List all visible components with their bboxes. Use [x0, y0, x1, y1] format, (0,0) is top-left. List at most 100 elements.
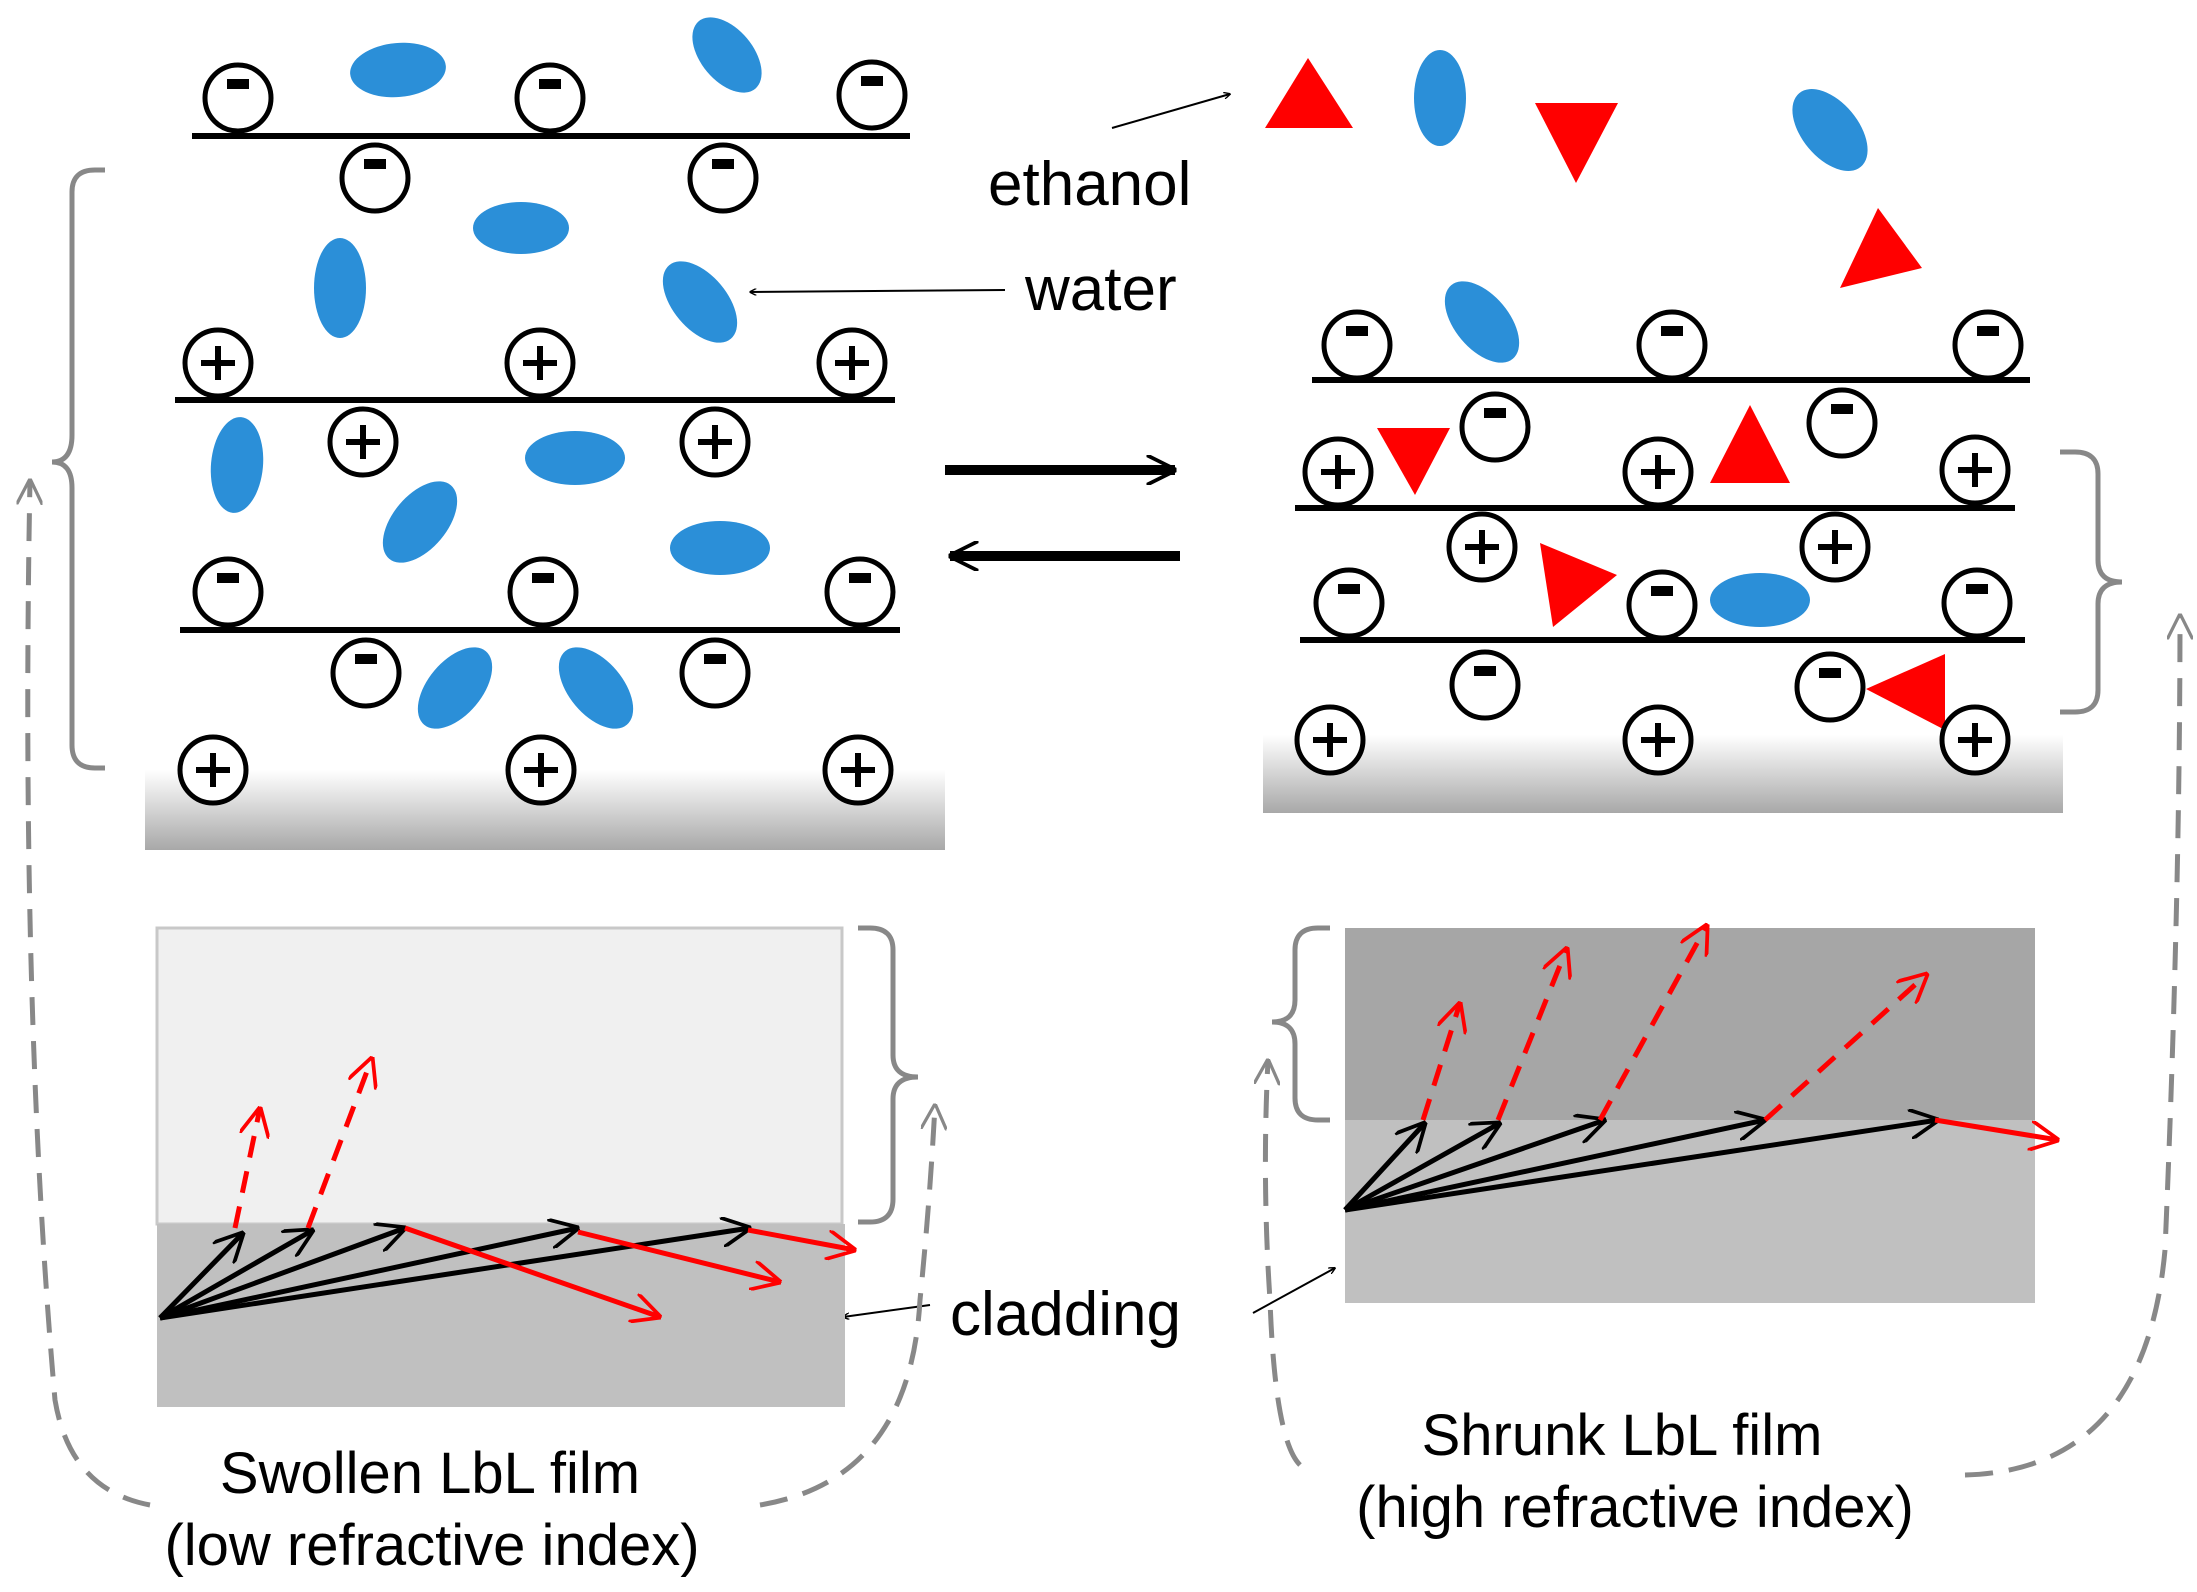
- guided-ray: [158, 1230, 313, 1321]
- positive-charge-icon: [182, 327, 254, 399]
- leaking-ray: [232, 1108, 260, 1229]
- negative-charge-icon: [1806, 387, 1878, 459]
- water-label: water: [1024, 255, 1177, 324]
- right-caption-line2: (high refractive index): [1356, 1475, 1914, 1540]
- right-inner-curved-arrow: [1964, 615, 2180, 1478]
- negative-charge-icon: [507, 556, 579, 628]
- cladding-label: cladding: [950, 1280, 1181, 1349]
- guided-ray: [159, 1228, 578, 1321]
- positive-charge-icon: [816, 327, 888, 399]
- ethanol-pointer: [1111, 94, 1230, 129]
- negative-charge-icon: [1626, 569, 1698, 641]
- leaking-ray: [404, 1225, 660, 1317]
- right-film-bracket: [1271, 925, 1330, 1123]
- positive-charge-icon: [1446, 511, 1518, 583]
- water-molecule-icon: [1444, 281, 1520, 363]
- negative-charge-icon: [339, 142, 411, 214]
- negative-charge-icon: [679, 637, 751, 709]
- ethanol-label: ethanol: [988, 150, 1191, 219]
- water-molecule-icon: [558, 647, 634, 729]
- guided-ray: [1344, 1120, 1605, 1213]
- left-film-bracket: [858, 925, 919, 1225]
- ethanol-molecule-icon: [1866, 654, 1945, 730]
- water-molecule-icon: [1710, 573, 1810, 627]
- negative-charge-icon: [1636, 309, 1708, 381]
- right-cladding: [1345, 1120, 2035, 1303]
- positive-charge-icon: [327, 406, 399, 478]
- negative-charge-icon: [202, 62, 274, 134]
- water-molecule-icon: [314, 238, 366, 338]
- left-thickness-bracket: [51, 167, 105, 771]
- negative-charge-icon: [1459, 391, 1531, 463]
- positive-charge-icon: [504, 327, 576, 399]
- swollen-film: [155, 926, 844, 1226]
- leaking-ray: [1597, 925, 1707, 1122]
- negative-charge-icon: [514, 62, 586, 134]
- negative-charge-icon: [330, 637, 402, 709]
- left-caption-line1: Swollen LbL film: [220, 1441, 640, 1506]
- ethanol-molecule-icon: [1710, 405, 1790, 483]
- cladding-pointer-left: [843, 1304, 931, 1317]
- left-layer-lines: [175, 133, 910, 633]
- left-light-rays: [158, 1058, 855, 1321]
- ethanol-molecule-icon: [1265, 58, 1353, 128]
- leaking-ray: [747, 1227, 855, 1250]
- water-molecule-icon: [662, 261, 738, 343]
- water-molecule-icon: [417, 647, 493, 729]
- right-light-rays: [1343, 925, 2058, 1213]
- ethanol-molecule-icon: [1840, 208, 1922, 288]
- cladding-pointer-right: [1252, 1268, 1335, 1314]
- guided-ray: [158, 1233, 243, 1320]
- positive-charge-icon: [177, 734, 249, 806]
- positive-charge-icon: [679, 406, 751, 478]
- ions: [177, 59, 2024, 806]
- guided-ray: [1344, 1120, 1765, 1213]
- water-molecule-icon: [473, 202, 569, 254]
- ethanol-molecule-icon: [1377, 428, 1450, 495]
- guided-ray: [1343, 1123, 1500, 1213]
- leaking-ray: [1934, 1117, 2058, 1140]
- negative-charge-icon: [1321, 309, 1393, 381]
- leaking-ray: [1420, 1003, 1460, 1121]
- positive-charge-icon: [822, 734, 894, 806]
- negative-charge-icon: [1313, 567, 1385, 639]
- negative-charge-icon: [836, 59, 908, 131]
- positive-charge-icon: [1622, 704, 1694, 776]
- negative-charge-icon: [1941, 567, 2013, 639]
- positive-charge-icon: [1622, 436, 1694, 508]
- water-molecule-icon: [210, 417, 264, 513]
- positive-charge-icon: [505, 734, 577, 806]
- negative-charge-icon: [687, 142, 759, 214]
- right-thickness-bracket: [2060, 449, 2123, 715]
- leaking-ray: [1495, 948, 1567, 1121]
- positive-charge-icon: [1294, 704, 1366, 776]
- left-inner-curved-arrow: [759, 1105, 935, 1508]
- right-caption-line1: Shrunk LbL film: [1422, 1403, 1823, 1468]
- left-outer-curved-arrow: [28, 480, 151, 1508]
- positive-charge-icon: [1939, 434, 2011, 506]
- guided-ray: [1344, 1120, 1938, 1213]
- water-molecule-icon: [692, 17, 762, 93]
- ethanol-molecule-icon: [1540, 543, 1617, 627]
- positive-charge-icon: [1939, 704, 2011, 776]
- ethanol-molecules: [1265, 58, 1945, 730]
- left-caption-line2: (low refractive index): [164, 1513, 699, 1578]
- negative-charge-icon: [1449, 649, 1521, 721]
- water-molecule-icon: [670, 521, 770, 575]
- water-molecules: [210, 17, 1868, 729]
- left-cladding: [157, 1224, 845, 1407]
- guided-ray: [159, 1228, 405, 1321]
- guided-ray: [159, 1228, 750, 1321]
- leaking-ray: [1763, 974, 1927, 1122]
- right-outer-curved-arrow: [1265, 1060, 1302, 1467]
- water-molecule-icon: [382, 481, 458, 563]
- negative-charge-icon: [1794, 651, 1866, 723]
- leaking-ray: [577, 1229, 780, 1282]
- water-molecule-icon: [525, 431, 625, 485]
- guided-ray: [1343, 1123, 1425, 1212]
- negative-charge-icon: [824, 556, 896, 628]
- negative-charge-icon: [1952, 309, 2024, 381]
- ethanol-molecule-icon: [1535, 103, 1618, 183]
- water-molecule-icon: [350, 42, 446, 98]
